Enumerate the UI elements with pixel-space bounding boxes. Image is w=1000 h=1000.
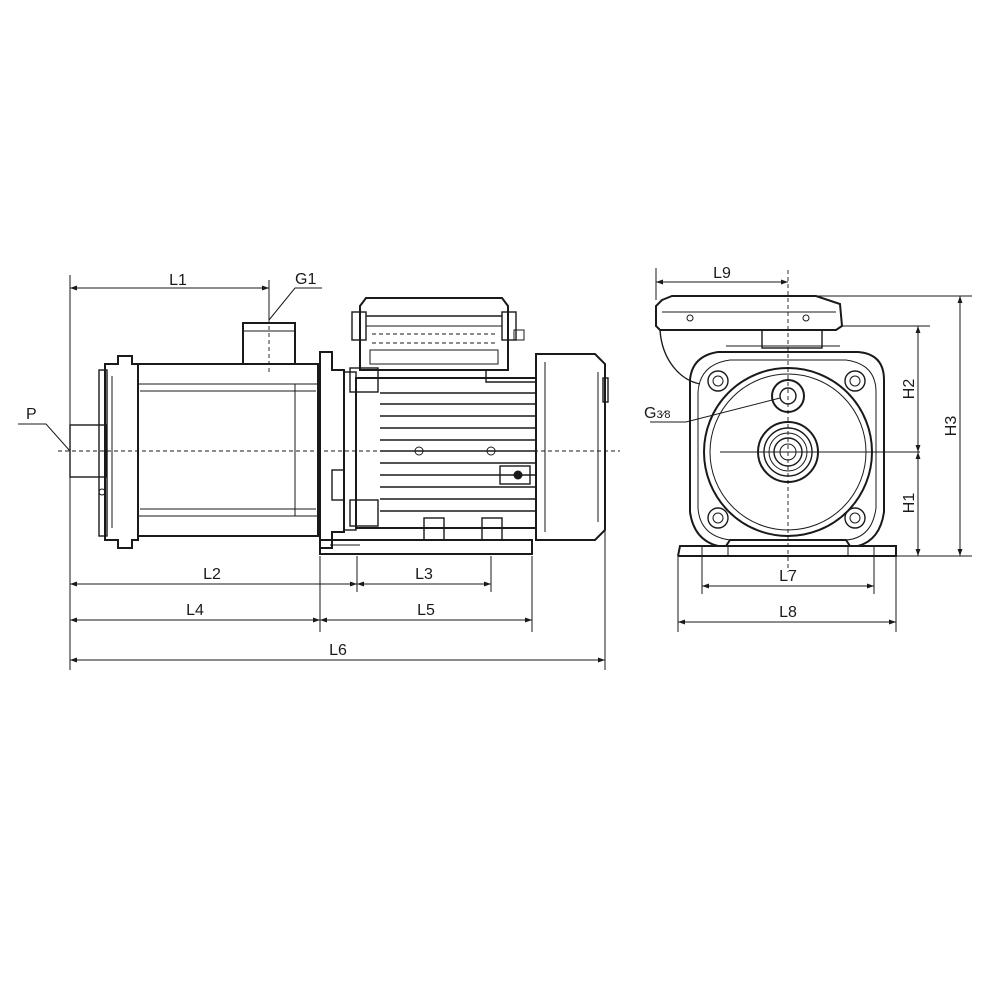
pump-front-cover [98, 355, 139, 549]
dim-h1-label: H1 [901, 493, 918, 514]
dim-h3-label: H3 [943, 416, 960, 437]
dim-h2-label: H2 [901, 379, 918, 400]
dim-l5-label: L5 [417, 602, 435, 619]
dim-l3-label: L3 [415, 566, 433, 583]
dim-l1-label: L1 [169, 272, 187, 289]
front-view [655, 270, 920, 572]
dim-l7-label: L7 [779, 568, 797, 585]
front-base [677, 539, 897, 557]
fan-cover [535, 353, 609, 541]
dim-p-label: P [26, 406, 37, 423]
dim-l4-label: L4 [186, 602, 204, 619]
front-dimensions: L9 G3⁄8 H2 H1 H3 L7 L8 [644, 265, 972, 632]
dim-g1-label: G1 [295, 271, 316, 288]
motor-body [349, 367, 537, 529]
front-casing [689, 351, 885, 547]
outlet-port [242, 298, 296, 372]
dim-l6-label: L6 [329, 642, 347, 659]
dim-l9-label: L9 [713, 265, 731, 282]
motor-base [319, 517, 533, 555]
dim-l2-label: L2 [203, 566, 221, 583]
dim-g38-label: G3⁄8 [644, 405, 671, 422]
corner-bolts [707, 370, 866, 529]
pump-casing [137, 363, 319, 537]
dim-l8-label: L8 [779, 604, 797, 621]
side-view [58, 297, 620, 555]
side-dimensions: L1 G1 P L2 L3 L4 L5 L6 [18, 271, 606, 670]
terminal-box [351, 297, 536, 383]
front-terminal-box [655, 295, 844, 385]
